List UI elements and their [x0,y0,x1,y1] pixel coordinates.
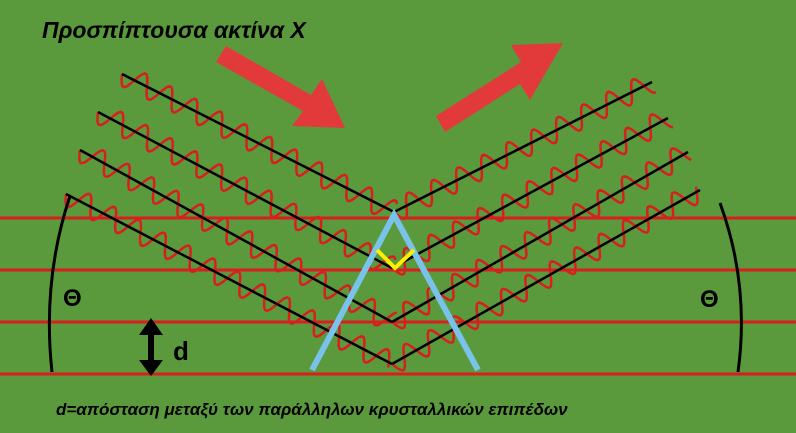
incident-wave-4 [64,192,391,368]
crystal-planes [0,216,796,376]
xray-rays [65,72,701,366]
theta-arc-right [718,202,743,373]
path-difference-mark [375,248,416,271]
spacing-label: d [173,336,189,366]
reflected-ray-4 [391,188,701,366]
reflected-wave-3 [391,147,692,330]
theta-arc-left [47,195,72,373]
theta-right-label: Θ [700,286,719,313]
path-difference-triangle [309,208,481,372]
reflected-ray-3 [391,150,689,324]
xray-waves [64,72,699,372]
reflected-wave-1 [393,77,657,221]
reflected-ray-2 [391,116,669,270]
incident-wave-3 [78,148,398,327]
theta-left-label: Θ [63,285,82,312]
reflected-arrow-icon [436,43,563,132]
reflected-wave-4 [391,186,699,372]
incident-ray-1 [121,72,395,214]
incident-ray-3 [79,148,393,324]
spacing-arrow [139,318,163,376]
reflected-wave-2 [391,113,674,276]
reflected-ray-1 [393,80,653,214]
incident-ray-2 [97,110,393,270]
incident-wave-2 [96,110,397,271]
diagram-caption: d=απόσταση μεταξύ των παράλληλων κρυσταλ… [56,400,568,419]
incident-ray-4 [65,192,393,366]
diagram-title: Προσπίπτουσα ακτίνα X [42,17,307,43]
incident-wave-1 [120,72,399,216]
incident-arrow-icon [216,46,345,128]
